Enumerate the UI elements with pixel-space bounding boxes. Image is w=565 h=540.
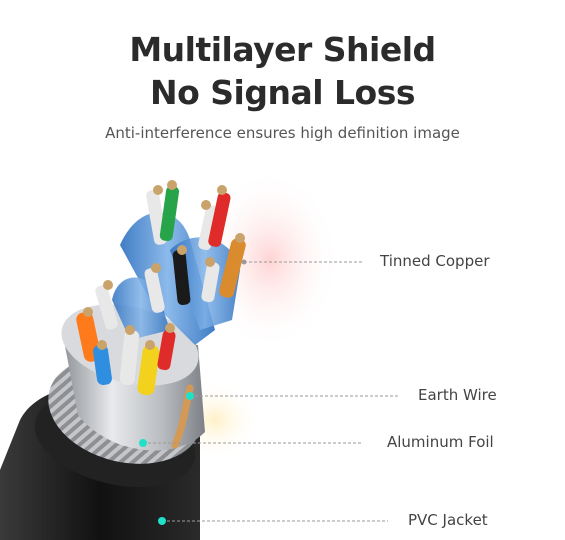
- callout-aluminum-foil: Aluminum Foil: [387, 433, 494, 451]
- wire-bundle: [76, 180, 246, 449]
- background-glow: [200, 170, 340, 350]
- leader-dot: [241, 259, 247, 265]
- callout-pvc-jacket: PVC Jacket: [408, 511, 488, 529]
- marker-dot: [158, 517, 166, 525]
- callout-earth-wire: Earth Wire: [418, 386, 497, 404]
- callout-tinned-copper: Tinned Copper: [380, 252, 490, 270]
- marker-dot: [186, 392, 194, 400]
- marker-dot: [139, 439, 147, 447]
- callout-leaders: [139, 259, 398, 525]
- subtitle: Anti-interference ensures high definitio…: [105, 124, 460, 142]
- title-line-2: No Signal Loss: [149, 73, 416, 112]
- title-line-1: Multilayer Shield: [129, 30, 436, 69]
